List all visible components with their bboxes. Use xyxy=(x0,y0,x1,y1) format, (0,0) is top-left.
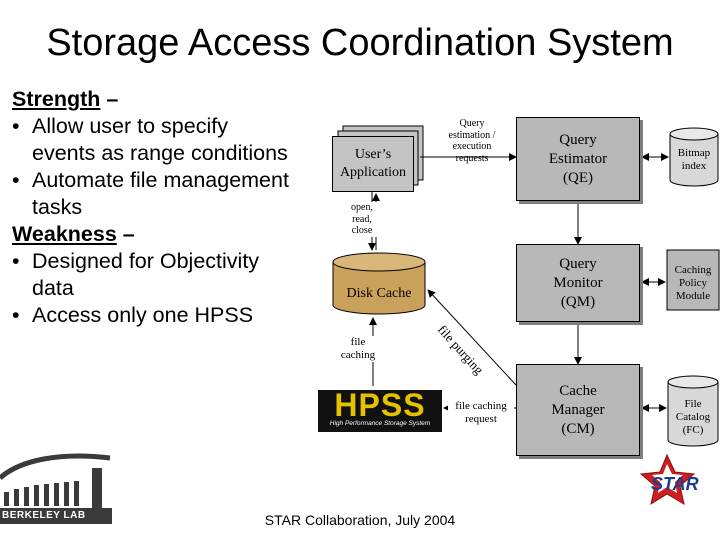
bitmap-index-label: Bitmap index xyxy=(670,147,718,173)
file-caching-request-label: file caching request xyxy=(448,400,514,426)
cm-line-1: Cache xyxy=(559,382,597,399)
left-bullets: Strength – Allow user to specify events … xyxy=(12,86,332,329)
weakness-header: Weakness – xyxy=(12,222,135,246)
fcr-line-1: file caching xyxy=(455,400,507,412)
policy-line-1: Caching xyxy=(674,264,712,276)
bitmap-line-1: Bitmap xyxy=(677,147,711,159)
users-app-line-1: User’s xyxy=(354,147,392,162)
strength-item-2-cont: tasks xyxy=(32,195,83,219)
fc-line-3: (FC) xyxy=(682,424,704,436)
orc-line-3: close xyxy=(351,225,373,236)
weakness-item-1: Designed for Objectivity xyxy=(12,248,332,275)
star-logo-text: STAR xyxy=(651,474,699,494)
weakness-item-2: Access only one HPSS xyxy=(12,302,332,329)
orc-line-2: read, xyxy=(352,213,372,225)
cache-manager-box: Cache Manager (CM) xyxy=(516,364,640,456)
qe-line-2: Estimator xyxy=(548,150,608,167)
query-estimator-box: Query Estimator (QE) xyxy=(516,117,640,201)
cm-line-3: (CM) xyxy=(561,420,595,437)
disk-cache-cylinder xyxy=(332,252,426,315)
strength-header: Strength – xyxy=(12,87,119,111)
qm-line-1: Query xyxy=(559,255,597,272)
berkeley-lab-logo-text: BERKELEY LAB xyxy=(2,510,86,521)
query-requests-label: Query estimation / execution requests xyxy=(432,118,512,164)
fc-line-2: Catalog xyxy=(675,411,711,423)
qm-line-2: Monitor xyxy=(553,274,603,291)
policy-line-2: Policy xyxy=(678,277,708,289)
users-app-line-2: Application xyxy=(339,165,407,180)
query-req-line-3: execution xyxy=(452,141,492,152)
strength-item-2: Automate file management xyxy=(12,167,332,194)
file-catalog-label: File Catalog (FC) xyxy=(668,398,718,437)
fcr-line-2: request xyxy=(465,413,497,425)
slide-title: Storage Access Coordination System xyxy=(46,22,674,64)
weakness-item-1-cont: data xyxy=(32,276,74,300)
qm-line-3: (QM) xyxy=(560,293,596,310)
query-req-line-2: estimation / xyxy=(448,129,496,141)
query-req-line-1: Query xyxy=(459,118,485,129)
bitmap-line-2: index xyxy=(681,160,707,172)
fc-line-1: File xyxy=(684,398,702,410)
file-caching-line-1: file xyxy=(350,336,366,348)
strength-item-1-cont: events as range conditions xyxy=(32,141,288,165)
file-purging-label: file purging xyxy=(434,322,487,378)
users-application-box: User’s Application xyxy=(332,136,414,192)
strength-item-1: Allow user to specify xyxy=(12,113,332,140)
open-read-close-label: open, read, close xyxy=(340,202,384,237)
policy-line-3: Module xyxy=(675,290,711,302)
hpss-logo-text: HPSS xyxy=(334,387,426,423)
hpss-logo-subtitle: High Performance Storage System xyxy=(329,420,431,427)
footer-text: STAR Collaboration, July 2004 xyxy=(264,512,456,528)
file-caching-line-2: caching xyxy=(340,349,376,361)
orc-line-1: open, xyxy=(351,202,373,213)
query-monitor-box: Query Monitor (QM) xyxy=(516,244,640,322)
query-req-line-4: requests xyxy=(455,152,489,164)
qe-line-3: (QE) xyxy=(563,169,593,186)
qe-line-1: Query xyxy=(559,131,597,148)
file-caching-label: file caching xyxy=(334,336,382,362)
caching-policy-label: Caching Policy Module xyxy=(667,264,719,303)
cm-line-2: Manager xyxy=(551,401,605,418)
disk-cache-label: Disk Cache xyxy=(346,286,412,301)
hpss-logo: HPSS High Performance Storage System xyxy=(318,387,442,432)
